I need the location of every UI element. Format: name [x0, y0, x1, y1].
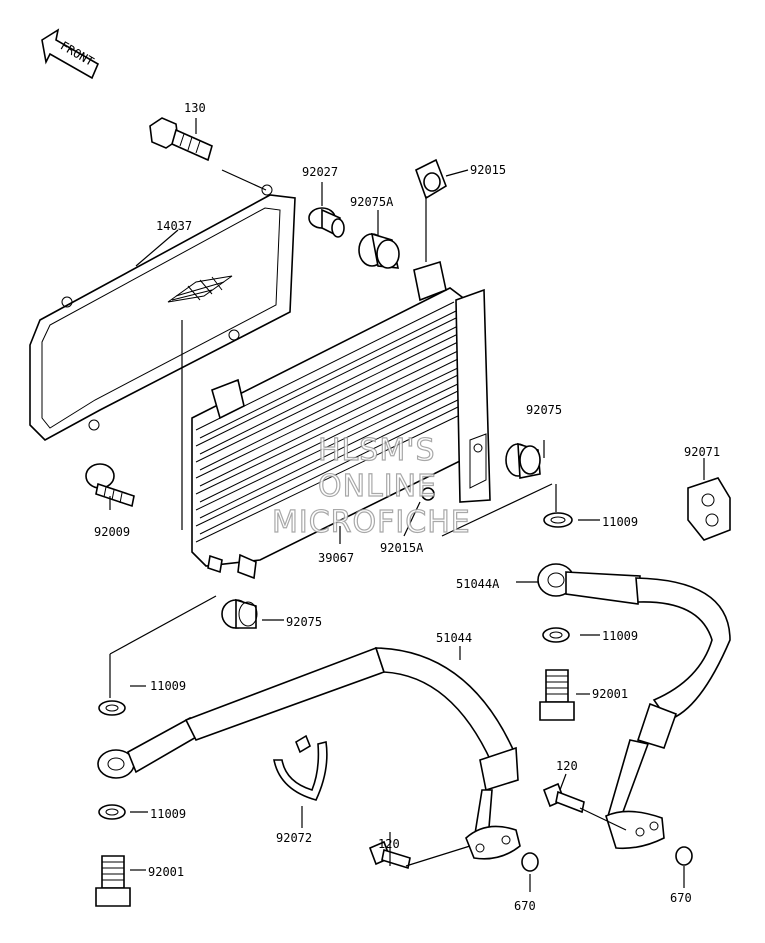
part-label-130: 130	[184, 101, 206, 115]
banjo-bolt-92001-left-drawing	[95, 855, 131, 907]
part-label-120-right: 120	[556, 759, 578, 773]
washer-11009-a-drawing	[543, 512, 573, 528]
grommet-92075a-drawing	[358, 232, 400, 269]
watermark-line-1: HLSM'S	[318, 433, 436, 468]
part-label-92027: 92027	[302, 165, 338, 179]
part-label-11009-d: 11009	[602, 629, 638, 643]
part-label-92075A: 92075A	[350, 195, 394, 209]
o-ring-670-mid-drawing	[521, 852, 539, 872]
watermark: HLSM'S ONLINE MICROFICHE	[271, 432, 471, 540]
clamp-92072-drawing	[273, 734, 328, 801]
front-arrow-icon: FRONT	[41, 28, 100, 80]
bolt-130-drawing	[149, 117, 213, 162]
part-label-92001-left: 92001	[148, 865, 184, 879]
clamp-92071-drawing	[687, 477, 731, 541]
screen-part-drawing	[29, 184, 296, 441]
part-label-670-mid: 670	[514, 899, 536, 913]
washer-11009-b-drawing	[98, 700, 126, 716]
part-label-92001-right: 92001	[592, 687, 628, 701]
bolt-120-right-drawing	[542, 782, 585, 814]
part-label-11009-b: 11009	[150, 679, 186, 693]
part-labels: 130 14037 92027 92075A 92015 92009 39067…	[94, 101, 720, 913]
oil-cooler-drawing	[191, 260, 491, 580]
part-label-11009-a: 11009	[602, 515, 638, 529]
part-label-92009: 92009	[94, 525, 130, 539]
part-label-51044A: 51044A	[456, 577, 500, 591]
o-ring-670-right-drawing	[675, 846, 693, 866]
part-label-670-right: 670	[670, 891, 692, 905]
washer-11009-c-drawing	[98, 804, 126, 820]
part-label-92071: 92071	[684, 445, 720, 459]
watermark-line-2: ONLINE	[318, 469, 437, 504]
part-label-92015: 92015	[470, 163, 506, 177]
part-label-92075-right: 92075	[526, 403, 562, 417]
part-label-51044: 51044	[436, 631, 472, 645]
grommet-92075-right-drawing	[505, 442, 541, 479]
bolt-92009-drawing	[85, 463, 135, 508]
part-label-11009-c: 11009	[150, 807, 186, 821]
leader-lines	[109, 118, 705, 892]
part-label-14037: 14037	[156, 219, 192, 233]
grommet-92027-drawing	[308, 207, 345, 238]
part-label-92075-left: 92075	[286, 615, 322, 629]
watermark-line-3: MICROFICHE	[272, 505, 471, 540]
hose-51044a-drawing	[537, 563, 731, 850]
part-label-39067: 39067	[318, 551, 354, 565]
bolt-120-mid-drawing	[368, 840, 411, 870]
grommet-92075-left-drawing	[221, 598, 258, 629]
part-label-120-mid: 120	[378, 837, 400, 851]
hose-51044-drawing	[97, 646, 521, 860]
washer-11009-d-drawing	[542, 627, 570, 643]
banjo-bolt-92001-right-drawing	[539, 669, 575, 721]
part-label-92015A: 92015A	[380, 541, 424, 555]
part-label-92072: 92072	[276, 831, 312, 845]
collar-92015-drawing	[415, 158, 447, 200]
